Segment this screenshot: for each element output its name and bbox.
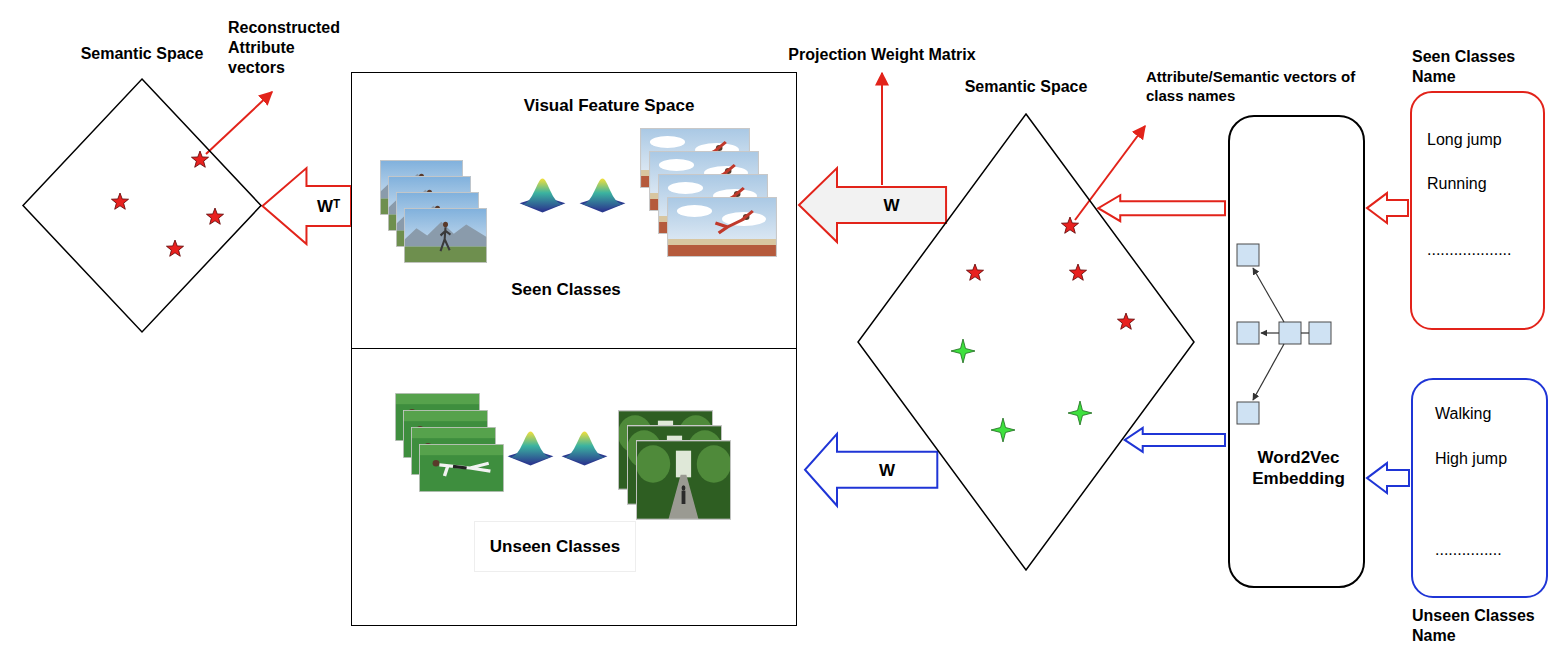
class-name-box: Seen Classes NameLong jumpRunning.......…	[1410, 91, 1545, 330]
seen-class-vector	[1069, 264, 1086, 280]
class-name: High jump	[1435, 449, 1545, 469]
network-link	[1253, 268, 1284, 322]
leader-line	[206, 92, 272, 154]
class-name: Walking	[1435, 404, 1545, 424]
visual-feature-panel: Visual Feature SpaceSeen Classes	[351, 72, 797, 349]
embedding-arrow	[1098, 195, 1225, 221]
edge-label: W	[879, 461, 895, 478]
callout-label: Projection Weight Matrix	[762, 45, 1002, 65]
class-name-box: WalkingHigh jump...............Unseen Cl…	[1411, 378, 1548, 598]
network-unit	[1279, 322, 1301, 344]
projection-arrow	[262, 168, 351, 244]
panel-caption: Unseen Classes	[474, 521, 636, 572]
unseen-class-vector	[991, 418, 1015, 442]
edge-label: Wᵀ	[317, 198, 340, 215]
class-name: Running	[1427, 174, 1542, 194]
box-heading: Seen Classes Name	[1412, 47, 1552, 87]
panel-heading: Visual Feature Space	[479, 95, 739, 116]
class-name: Long jump	[1427, 130, 1542, 150]
embedding-box: Word2Vec Embedding	[1228, 115, 1365, 588]
reconstructed-vector	[166, 240, 183, 256]
unseen-class-vector	[1068, 401, 1092, 425]
video-frame	[404, 208, 487, 263]
network-unit	[1237, 244, 1259, 266]
network-unit	[1237, 322, 1259, 344]
panel-caption: Seen Classes	[466, 279, 666, 300]
network-unit	[1237, 402, 1259, 424]
seen-class-vector	[1117, 313, 1134, 329]
space-heading: Semantic Space	[42, 44, 242, 64]
callout-label: Reconstructed Attribute vectors	[228, 18, 353, 78]
gaussian-plot	[508, 431, 554, 465]
input-arrow	[1367, 463, 1409, 493]
projection-arrow	[799, 168, 946, 242]
reconstructed-vector	[111, 193, 128, 209]
unseen-class-vector	[951, 339, 975, 363]
video-frame	[636, 440, 731, 520]
reconstructed-vector	[206, 208, 223, 224]
semantic-space-diamond: Semantic Space	[22, 78, 262, 333]
gaussian-plot	[520, 178, 566, 212]
unseen-panel: Unseen Classes	[351, 348, 797, 626]
network-link	[1261, 332, 1279, 333]
network-link	[1301, 332, 1309, 333]
gaussian-plot	[580, 178, 626, 212]
video-frame	[419, 444, 504, 492]
callout-label: Attribute/Semantic vectors of class name…	[1146, 68, 1371, 106]
ellipsis: ...............	[1435, 540, 1545, 560]
leader-line	[881, 73, 883, 185]
diamond-outline	[23, 79, 261, 332]
embedding-arrow	[1125, 428, 1225, 452]
network-unit	[1309, 322, 1331, 344]
diamond-outline	[858, 114, 1194, 570]
diamond-outline	[22, 78, 262, 333]
edge-label: W	[883, 197, 899, 214]
projection-arrow	[805, 434, 937, 506]
gaussian-plot	[562, 431, 608, 465]
space-heading: Semantic Space	[926, 77, 1126, 97]
box-heading: Unseen Classes Name	[1412, 606, 1555, 646]
diamond-outline	[857, 113, 1195, 571]
network-link	[1253, 344, 1284, 400]
seen-class-vector	[966, 264, 983, 280]
input-arrow	[1367, 193, 1408, 223]
video-frame	[667, 197, 777, 257]
semantic-space-diamond: Semantic Space	[857, 113, 1195, 571]
ellipsis: ...................	[1427, 240, 1542, 260]
embedding-label: Word2Vec Embedding	[1236, 447, 1361, 490]
